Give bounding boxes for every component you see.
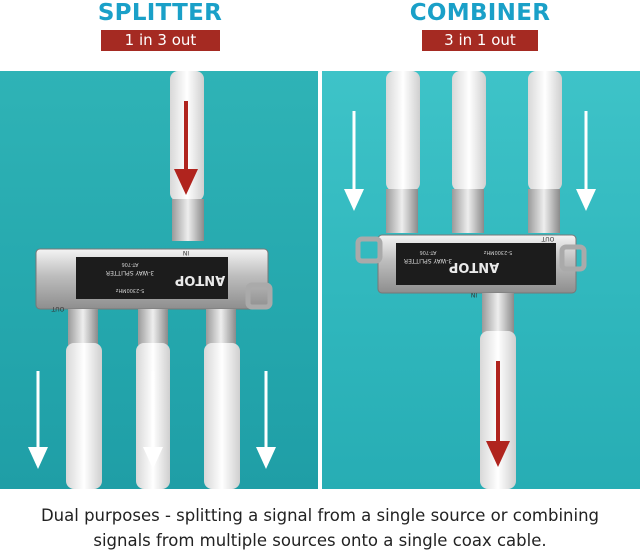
output-arrow-2 xyxy=(143,447,163,469)
caption-line-2: signals from multiple sources onto a sin… xyxy=(93,531,547,550)
caption-line-1: Dual purposes - splitting a signal from … xyxy=(40,506,600,525)
splitter-badge: 1 in 3 out xyxy=(101,30,220,51)
splitter-illustration: ANTOP 3-WAY SPLITTER AT-706 5-2300MHz OU… xyxy=(28,71,276,489)
input-arrow-head xyxy=(174,169,198,195)
combiner-freq: 5-2300MHz xyxy=(483,249,512,255)
output-arrow-3 xyxy=(256,447,276,469)
splitter-heading: SPLITTER xyxy=(97,0,223,26)
splitter-out-label: OUT xyxy=(51,305,64,312)
splitter-model: AT-706 xyxy=(122,261,139,267)
output-cable-1 xyxy=(66,343,102,489)
combiner-model: AT-706 xyxy=(420,249,437,255)
input-cable-1 xyxy=(386,71,420,191)
combiner-device: ANTOP 3-WAY SPLITTER AT-706 5-2300MHz OU… xyxy=(355,234,587,298)
input-cable-3 xyxy=(528,71,562,191)
combiner-arrow-2 xyxy=(576,189,596,211)
splitter-panel: ANTOP 3-WAY SPLITTER AT-706 5-2300MHz OU… xyxy=(0,71,318,489)
combiner-badge: 3 in 1 out xyxy=(422,30,538,51)
output-arrow-head xyxy=(486,441,510,467)
output-arrow-1 xyxy=(28,447,48,469)
splitter-device: ANTOP 3-WAY SPLITTER AT-706 5-2300MHz OU… xyxy=(35,248,273,312)
combiner-panel: ANTOP 3-WAY SPLITTER AT-706 5-2300MHz OU… xyxy=(322,71,640,489)
input-connector xyxy=(172,199,204,241)
output-cable-3 xyxy=(204,343,240,489)
splitter-device-name: 3-WAY SPLITTER xyxy=(106,269,154,276)
combiner-brand: ANTOP xyxy=(449,259,499,274)
splitter-freq: 5-2300MHz xyxy=(115,287,144,293)
input-cable-2 xyxy=(452,71,486,191)
combiner-heading: COMBINER xyxy=(409,0,551,26)
combiner-out-label: OUT xyxy=(541,235,554,242)
caption: Dual purposes - splitting a signal from … xyxy=(0,503,640,553)
combiner-arrow-1 xyxy=(344,189,364,211)
combiner-illustration: ANTOP 3-WAY SPLITTER AT-706 5-2300MHz OU… xyxy=(344,71,596,489)
splitter-brand: ANTOP xyxy=(175,272,225,287)
combiner-in-label: IN xyxy=(471,291,477,298)
combiner-device-name: 3-WAY SPLITTER xyxy=(404,257,452,264)
splitter-in-label: IN xyxy=(183,249,189,256)
